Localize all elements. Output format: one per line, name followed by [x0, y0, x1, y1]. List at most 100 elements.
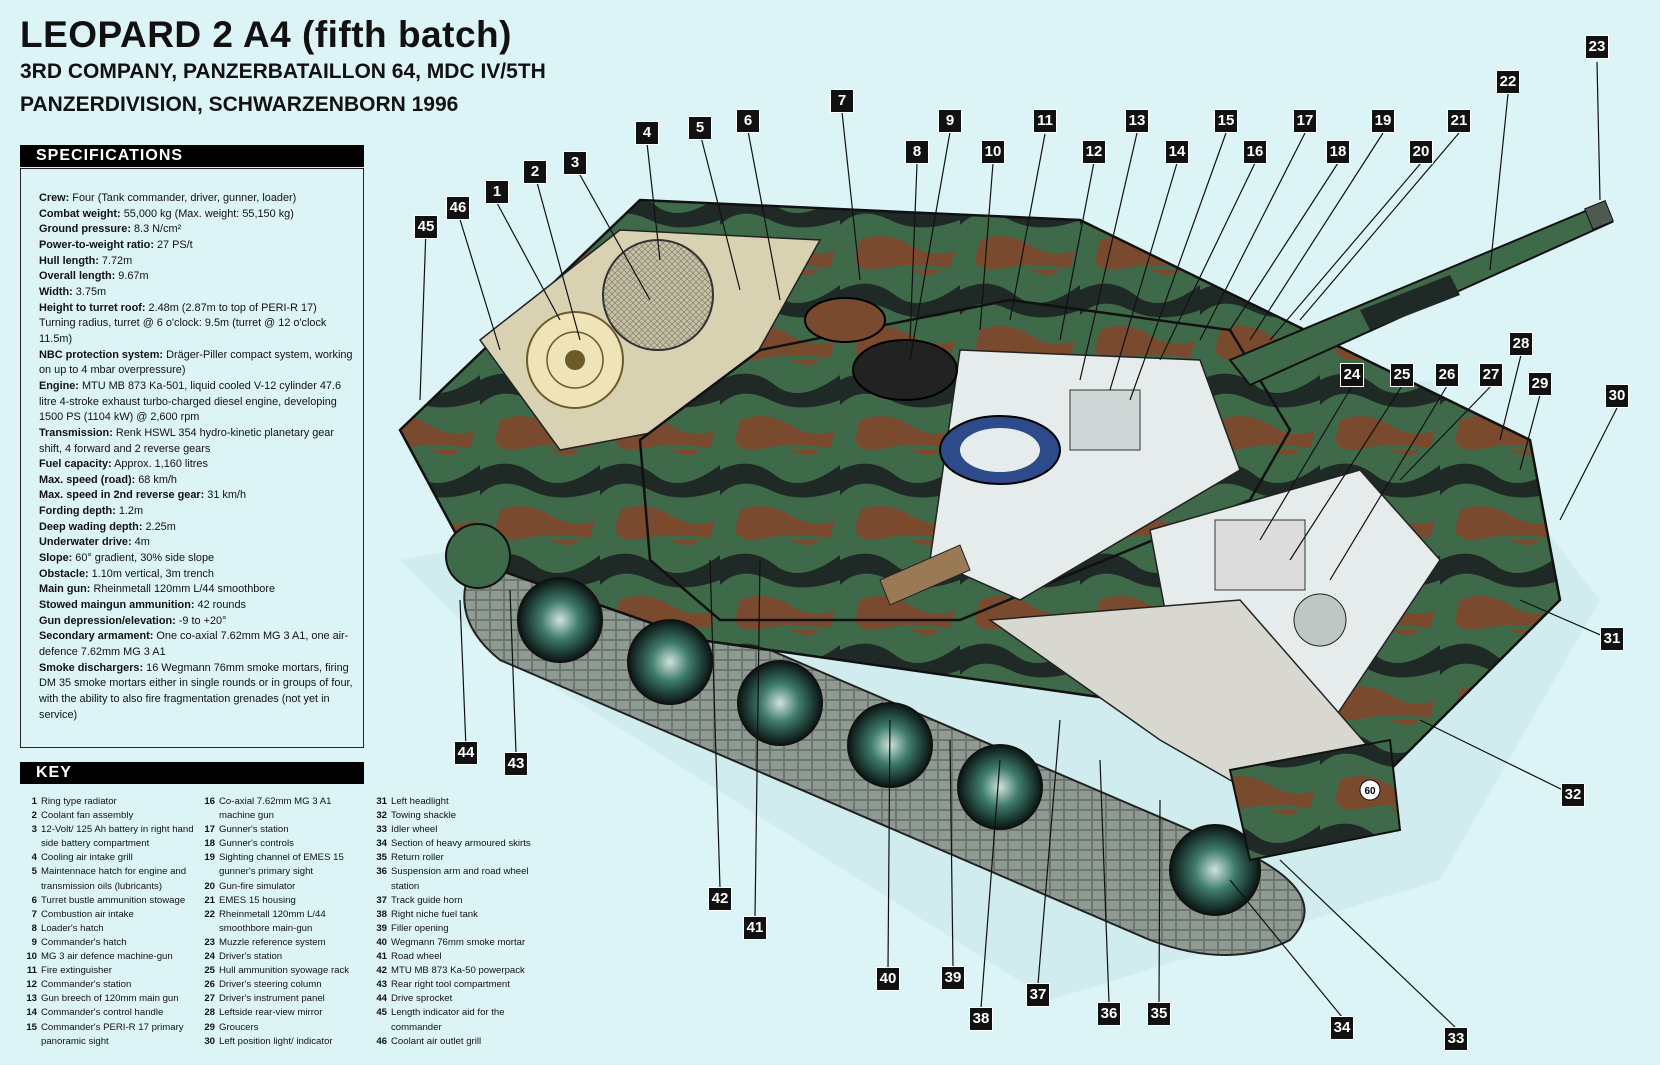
callout-42: 42 — [709, 888, 731, 910]
key-number: 27 — [204, 993, 215, 1005]
key-number: 44 — [376, 993, 387, 1005]
key-text: 12-Volt/ 125 Ah battery in right hand si… — [41, 824, 194, 850]
spec-value: 8.3 N/cm² — [130, 223, 182, 236]
key-text: Gunner's controls — [219, 838, 294, 850]
road-wheel — [737, 660, 823, 746]
road-wheel — [627, 619, 713, 705]
callout-29: 29 — [1529, 373, 1551, 395]
callout-6: 6 — [737, 110, 759, 132]
callout-20: 20 — [1410, 141, 1432, 163]
key-text: Gunner's station — [219, 824, 289, 836]
key-text: Driver's steering column — [219, 979, 322, 991]
front-skirt — [1228, 738, 1402, 862]
key-text: Cooling air intake grill — [41, 852, 133, 864]
spec-label: Width: — [39, 285, 73, 298]
spec-label: Max. speed (road): — [39, 473, 136, 486]
key-number: 33 — [376, 824, 387, 836]
turret-interior — [929, 349, 1241, 601]
key-number: 24 — [204, 951, 215, 963]
commanders-hatch — [852, 339, 958, 401]
smoke-dischargers — [879, 544, 971, 606]
callout-23: 23 — [1586, 36, 1608, 58]
key-number: 26 — [204, 979, 215, 991]
key-text: Commander's PERI-R 17 primary panoramic … — [41, 1021, 184, 1047]
spec-item: Obstacle: 1.10m vertical, 3m trench — [39, 567, 355, 583]
key-number: 13 — [26, 993, 37, 1005]
key-item: 13 Gun breech of 120mm main gun — [20, 992, 200, 1006]
callout-5: 5 — [689, 117, 711, 139]
callout-17: 17 — [1294, 110, 1316, 132]
callout-44: 44 — [455, 742, 477, 764]
callout-1: 1 — [486, 181, 508, 203]
spec-value: Renk HSWL 354 hydro-kinetic planetary ge… — [39, 426, 334, 455]
key-text: Fire extinguisher — [41, 965, 112, 977]
spec-item: Ground pressure: 8.3 N/cm² — [39, 222, 355, 238]
spec-label: Gun depression/elevation: — [39, 614, 176, 627]
key-item: 10 MG 3 air defence machine-gun — [20, 950, 200, 964]
spec-value: 55,000 kg (Max. weight: 55,150 kg) — [120, 207, 294, 220]
spec-value: Four (Tank commander, driver, gunner, lo… — [69, 192, 297, 204]
spec-item: Width: 3.75m — [39, 285, 355, 301]
spec-label: Stowed maingun ammunition: — [39, 599, 195, 612]
spec-value: 68 km/h — [135, 473, 177, 486]
spec-item: Deep wading depth: 2.25m — [39, 520, 355, 536]
callout-40: 40 — [877, 968, 899, 990]
key-text: Track guide horn — [391, 894, 463, 906]
spec-label: Engine: — [39, 379, 79, 392]
loaders-hatch — [804, 297, 886, 343]
callout-7: 7 — [831, 90, 853, 112]
key-text: Sighting channel of EMES 15 gunner's pri… — [219, 852, 344, 878]
callout-8: 8 — [906, 141, 928, 163]
spec-item: Secondary armament: One co-axial 7.62mm … — [39, 629, 355, 660]
drive-sprocket — [445, 523, 511, 589]
key-number: 7 — [31, 908, 37, 920]
key-text: Driver's station — [219, 951, 283, 963]
key-text: Suspension arm and road wheel station — [391, 866, 529, 892]
ammo-rack — [1214, 519, 1306, 591]
callout-30: 30 — [1606, 385, 1628, 407]
hull-marking: 60 — [1364, 786, 1376, 797]
spec-item: NBC protection system: Dräger-Piller com… — [39, 348, 355, 379]
key-text: Combustion air intake — [41, 908, 134, 920]
key-number: 10 — [26, 951, 37, 963]
spec-label: Max. speed in 2nd reverse gear: — [39, 489, 205, 502]
key-number: 42 — [376, 965, 387, 977]
key-text: Commander's hatch — [41, 936, 127, 948]
key-text: Ring type radiator — [41, 796, 117, 807]
key-number: 23 — [204, 936, 215, 948]
key-text: MG 3 air defence machine-gun — [41, 951, 173, 963]
subtitle-line-2: PANZERDIVISION, SCHWARZENBORN 1996 — [20, 93, 459, 116]
spec-label: Overall length: — [39, 270, 116, 283]
key-number: 3 — [31, 824, 37, 836]
spec-value: 1.10m vertical, 3m trench — [88, 567, 214, 580]
key-text: Commander's control handle — [41, 1007, 164, 1019]
key-text: Gun breech of 120mm main gun — [41, 993, 179, 1005]
callout-15: 15 — [1215, 110, 1237, 132]
subtitle-line-1: 3RD COMPANY, PANZERBATAILLON 64, MDC IV/… — [20, 60, 546, 83]
callout-37: 37 — [1027, 984, 1049, 1006]
key-heading: KEY — [20, 762, 364, 784]
callout-43: 43 — [505, 753, 527, 775]
key-text: Co-axial 7.62mm MG 3 A1 machine gun — [219, 796, 332, 822]
instrument-panel — [1293, 593, 1347, 647]
spec-value: Rheinmetall 120mm L/44 smoothbore — [90, 583, 276, 596]
spec-label: Transmission: — [39, 426, 113, 439]
callout-26: 26 — [1436, 364, 1458, 386]
